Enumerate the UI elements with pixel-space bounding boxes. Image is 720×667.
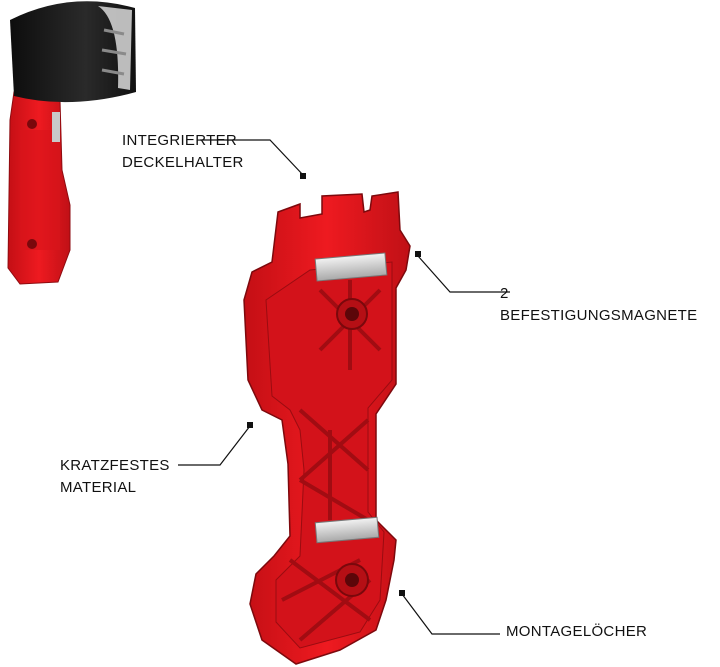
callout-lid-holder-line1: INTEGRIERTER [122, 132, 238, 149]
callout-lid-holder: INTEGRIERTER DECKELHALTER [122, 130, 244, 174]
callout-material: KRATZFESTES MATERIAL [60, 455, 170, 499]
callout-lid-holder-line2: DECKELHALTER [122, 154, 244, 171]
main-holder [243, 191, 411, 665]
magnet-top [314, 252, 388, 282]
callout-magnets-line1: 2 [500, 285, 509, 302]
callout-magnets: 2 BEFESTIGUNGSMAGNETE [500, 283, 697, 327]
leader-montage [401, 593, 500, 635]
callout-material-line2: MATERIAL [60, 479, 137, 496]
leader-deckel [200, 139, 305, 177]
leader-magnet [417, 255, 510, 293]
leader-kratz [178, 425, 251, 466]
leader-dots [247, 173, 421, 596]
leader-lines [178, 139, 510, 635]
callout-mounting: MONTAGELÖCHER [506, 621, 647, 643]
magnet-bottom [314, 516, 380, 544]
inset-cap [10, 1, 136, 103]
callout-magnets-line2: BEFESTIGUNGSMAGNETE [500, 307, 698, 324]
inset-holder-with-cap [7, 1, 136, 285]
callout-mounting-line1: MONTAGELÖCHER [506, 623, 648, 640]
callout-material-line1: KRATZFESTES [60, 457, 170, 474]
